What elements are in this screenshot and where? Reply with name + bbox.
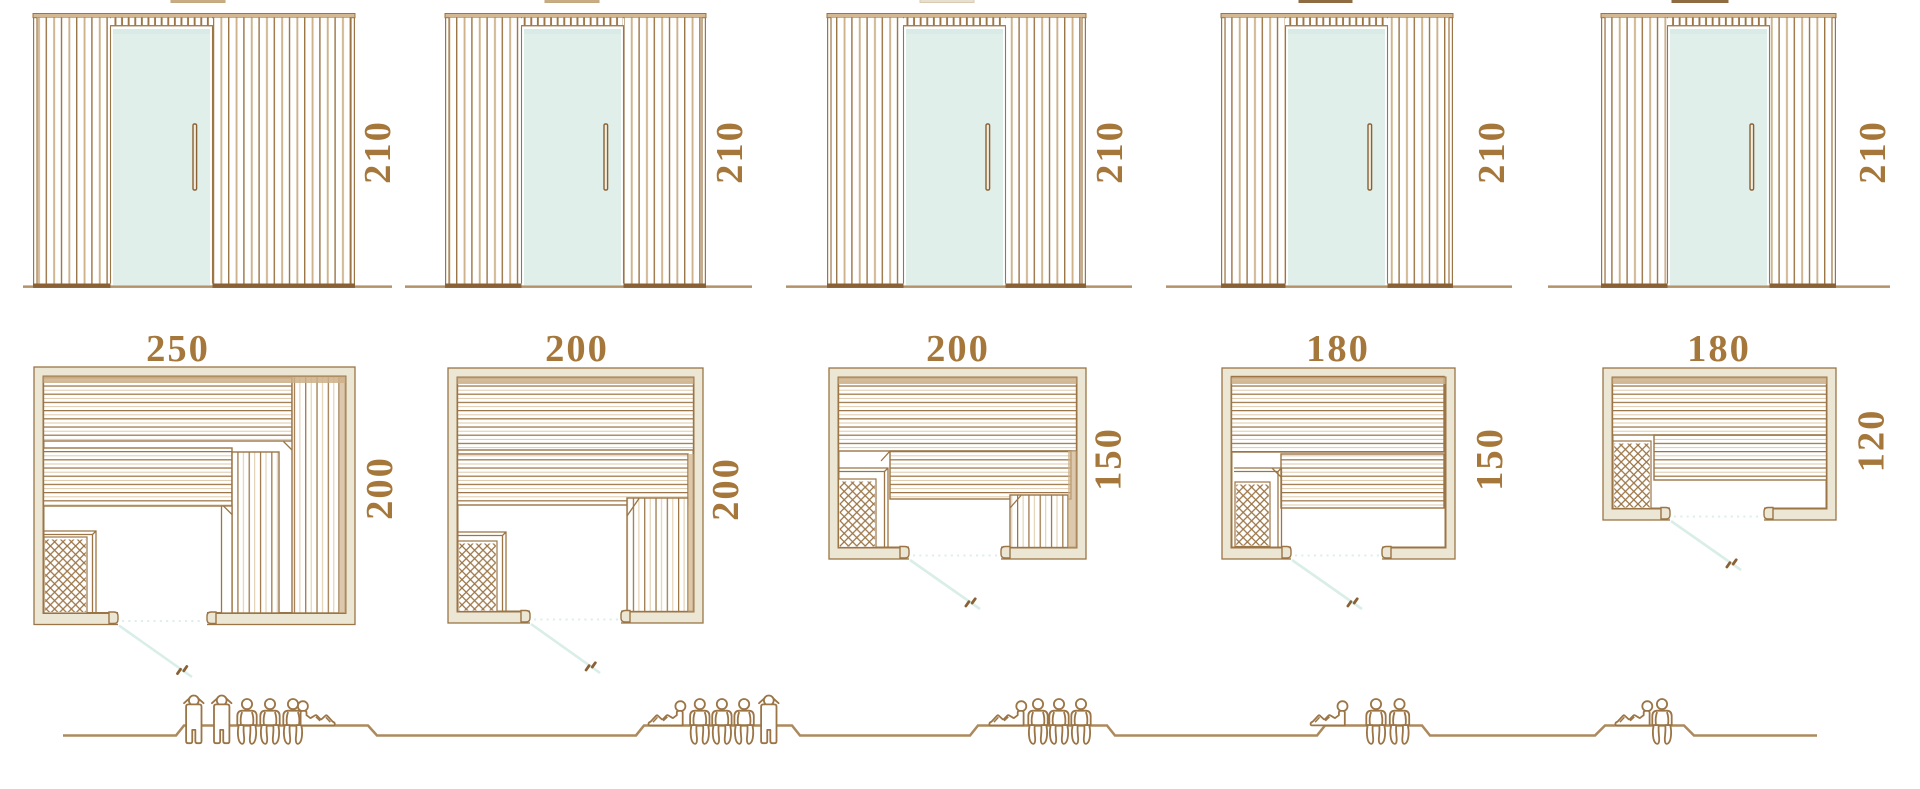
svg-text:200: 200 [926, 328, 990, 370]
svg-text:210: 210 [1471, 120, 1513, 184]
svg-text:180: 180 [1687, 328, 1751, 370]
svg-text:180: 180 [1306, 328, 1370, 370]
svg-text:150: 150 [1469, 427, 1511, 491]
svg-text:210: 210 [357, 120, 399, 184]
svg-text:200: 200 [545, 328, 609, 370]
svg-text:210: 210 [709, 120, 751, 184]
svg-text:120: 120 [1851, 409, 1893, 473]
svg-text:250: 250 [146, 328, 210, 370]
svg-text:200: 200 [359, 456, 401, 520]
svg-text:150: 150 [1088, 427, 1130, 491]
svg-text:210: 210 [1089, 120, 1131, 184]
svg-text:200: 200 [705, 457, 747, 521]
svg-text:210: 210 [1852, 120, 1894, 184]
